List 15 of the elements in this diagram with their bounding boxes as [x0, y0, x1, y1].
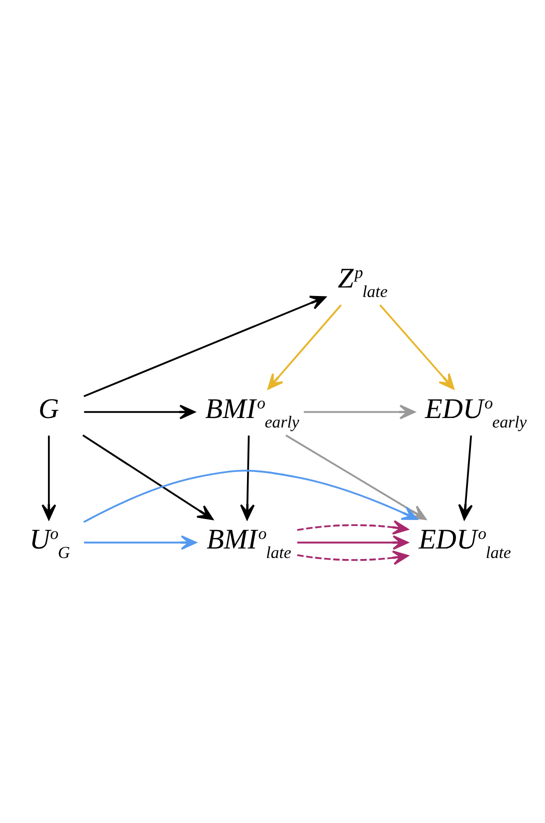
arrow [267, 304, 342, 390]
arrow [84, 404, 196, 419]
arrow [84, 295, 326, 397]
arrow [42, 435, 56, 520]
node-text: G [38, 393, 60, 424]
arrow [84, 534, 197, 550]
arrow [297, 550, 409, 564]
arrow [297, 534, 409, 550]
arrow [82, 434, 214, 520]
arrow [304, 404, 416, 419]
arrow [297, 520, 409, 534]
arrow [379, 304, 454, 390]
arrow [240, 435, 255, 520]
arrow [458, 435, 473, 520]
arrow [83, 469, 418, 522]
